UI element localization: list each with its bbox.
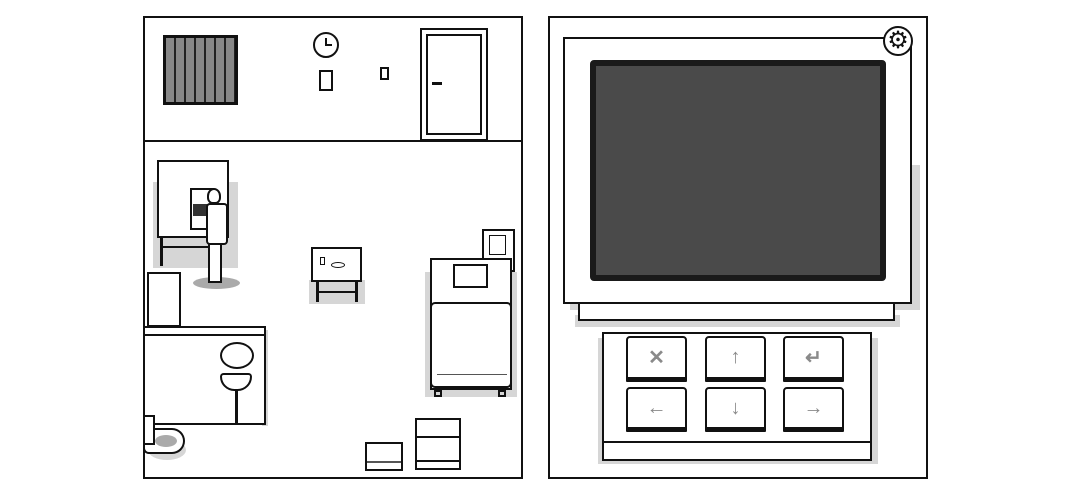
left-key[interactable]: ←	[626, 387, 687, 429]
blanket	[430, 302, 512, 388]
player-character	[207, 188, 221, 204]
down-key[interactable]: ↓	[705, 387, 766, 429]
box-small[interactable]	[365, 442, 403, 471]
arrow-down-icon: ↓	[730, 396, 741, 419]
cancel-key[interactable]: ✕	[626, 336, 687, 379]
monitor-base	[578, 302, 895, 321]
arrow-right-icon: →	[803, 396, 824, 419]
clock-icon[interactable]	[313, 32, 339, 58]
bathroom-wall	[143, 326, 266, 425]
door[interactable]	[420, 28, 488, 141]
gear-icon: ⚙	[887, 27, 909, 54]
up-key[interactable]: ↑	[705, 336, 766, 379]
wall-note[interactable]	[319, 70, 333, 91]
window[interactable]	[163, 35, 238, 105]
cabinet[interactable]	[147, 272, 181, 327]
door-handle	[432, 82, 442, 85]
arrow-left-icon: ←	[646, 396, 667, 419]
player-shadow	[193, 277, 240, 289]
enter-key[interactable]: ↵	[783, 336, 844, 379]
pillow	[453, 264, 488, 288]
enter-icon: ↵	[805, 347, 822, 369]
light-switch[interactable]	[380, 67, 389, 80]
settings-button[interactable]: ⚙	[883, 26, 913, 56]
close-icon: ✕	[648, 347, 665, 369]
monitor-screen[interactable]	[590, 60, 886, 281]
table[interactable]	[311, 247, 362, 282]
box-large[interactable]	[415, 418, 461, 470]
right-key[interactable]: →	[783, 387, 844, 429]
arrow-up-icon: ↑	[730, 346, 741, 368]
mirror[interactable]	[220, 342, 254, 369]
wall-floor-divider	[143, 140, 523, 142]
